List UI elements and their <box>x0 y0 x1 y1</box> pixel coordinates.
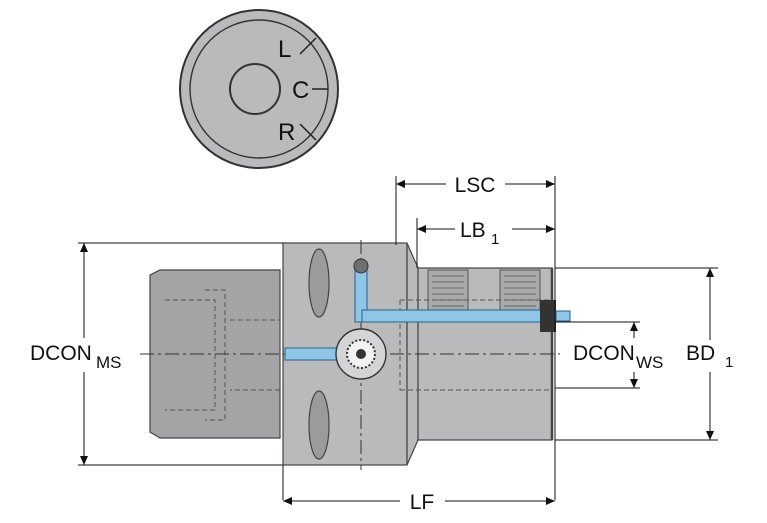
adjustment-rings <box>427 269 541 313</box>
side-view <box>140 240 571 470</box>
dim-bd1-label: BD <box>686 342 715 365</box>
dim-dcon-ms-label: DCON <box>30 342 92 365</box>
dim-bd1-subscript: 1 <box>725 354 733 371</box>
dim-dcon-ms-subscript: MS <box>96 353 122 372</box>
dimensions: LSC LB 1 DCON MS DCON WS BD 1 LF <box>30 174 733 514</box>
dim-lf-label: LF <box>410 491 435 514</box>
dim-dcon-ws-label: DCON <box>573 342 635 365</box>
dial-label-left: L <box>278 36 291 63</box>
end-view-dial: L C R <box>179 9 339 169</box>
dim-lb1-label: LB <box>460 219 486 242</box>
dim-lsc-label: LSC <box>455 174 496 197</box>
dial-label-right: R <box>278 119 295 146</box>
dial-label-center: C <box>292 77 309 104</box>
dim-dcon-ws-subscript: WS <box>636 353 663 372</box>
dim-lb1-subscript: 1 <box>491 231 499 248</box>
